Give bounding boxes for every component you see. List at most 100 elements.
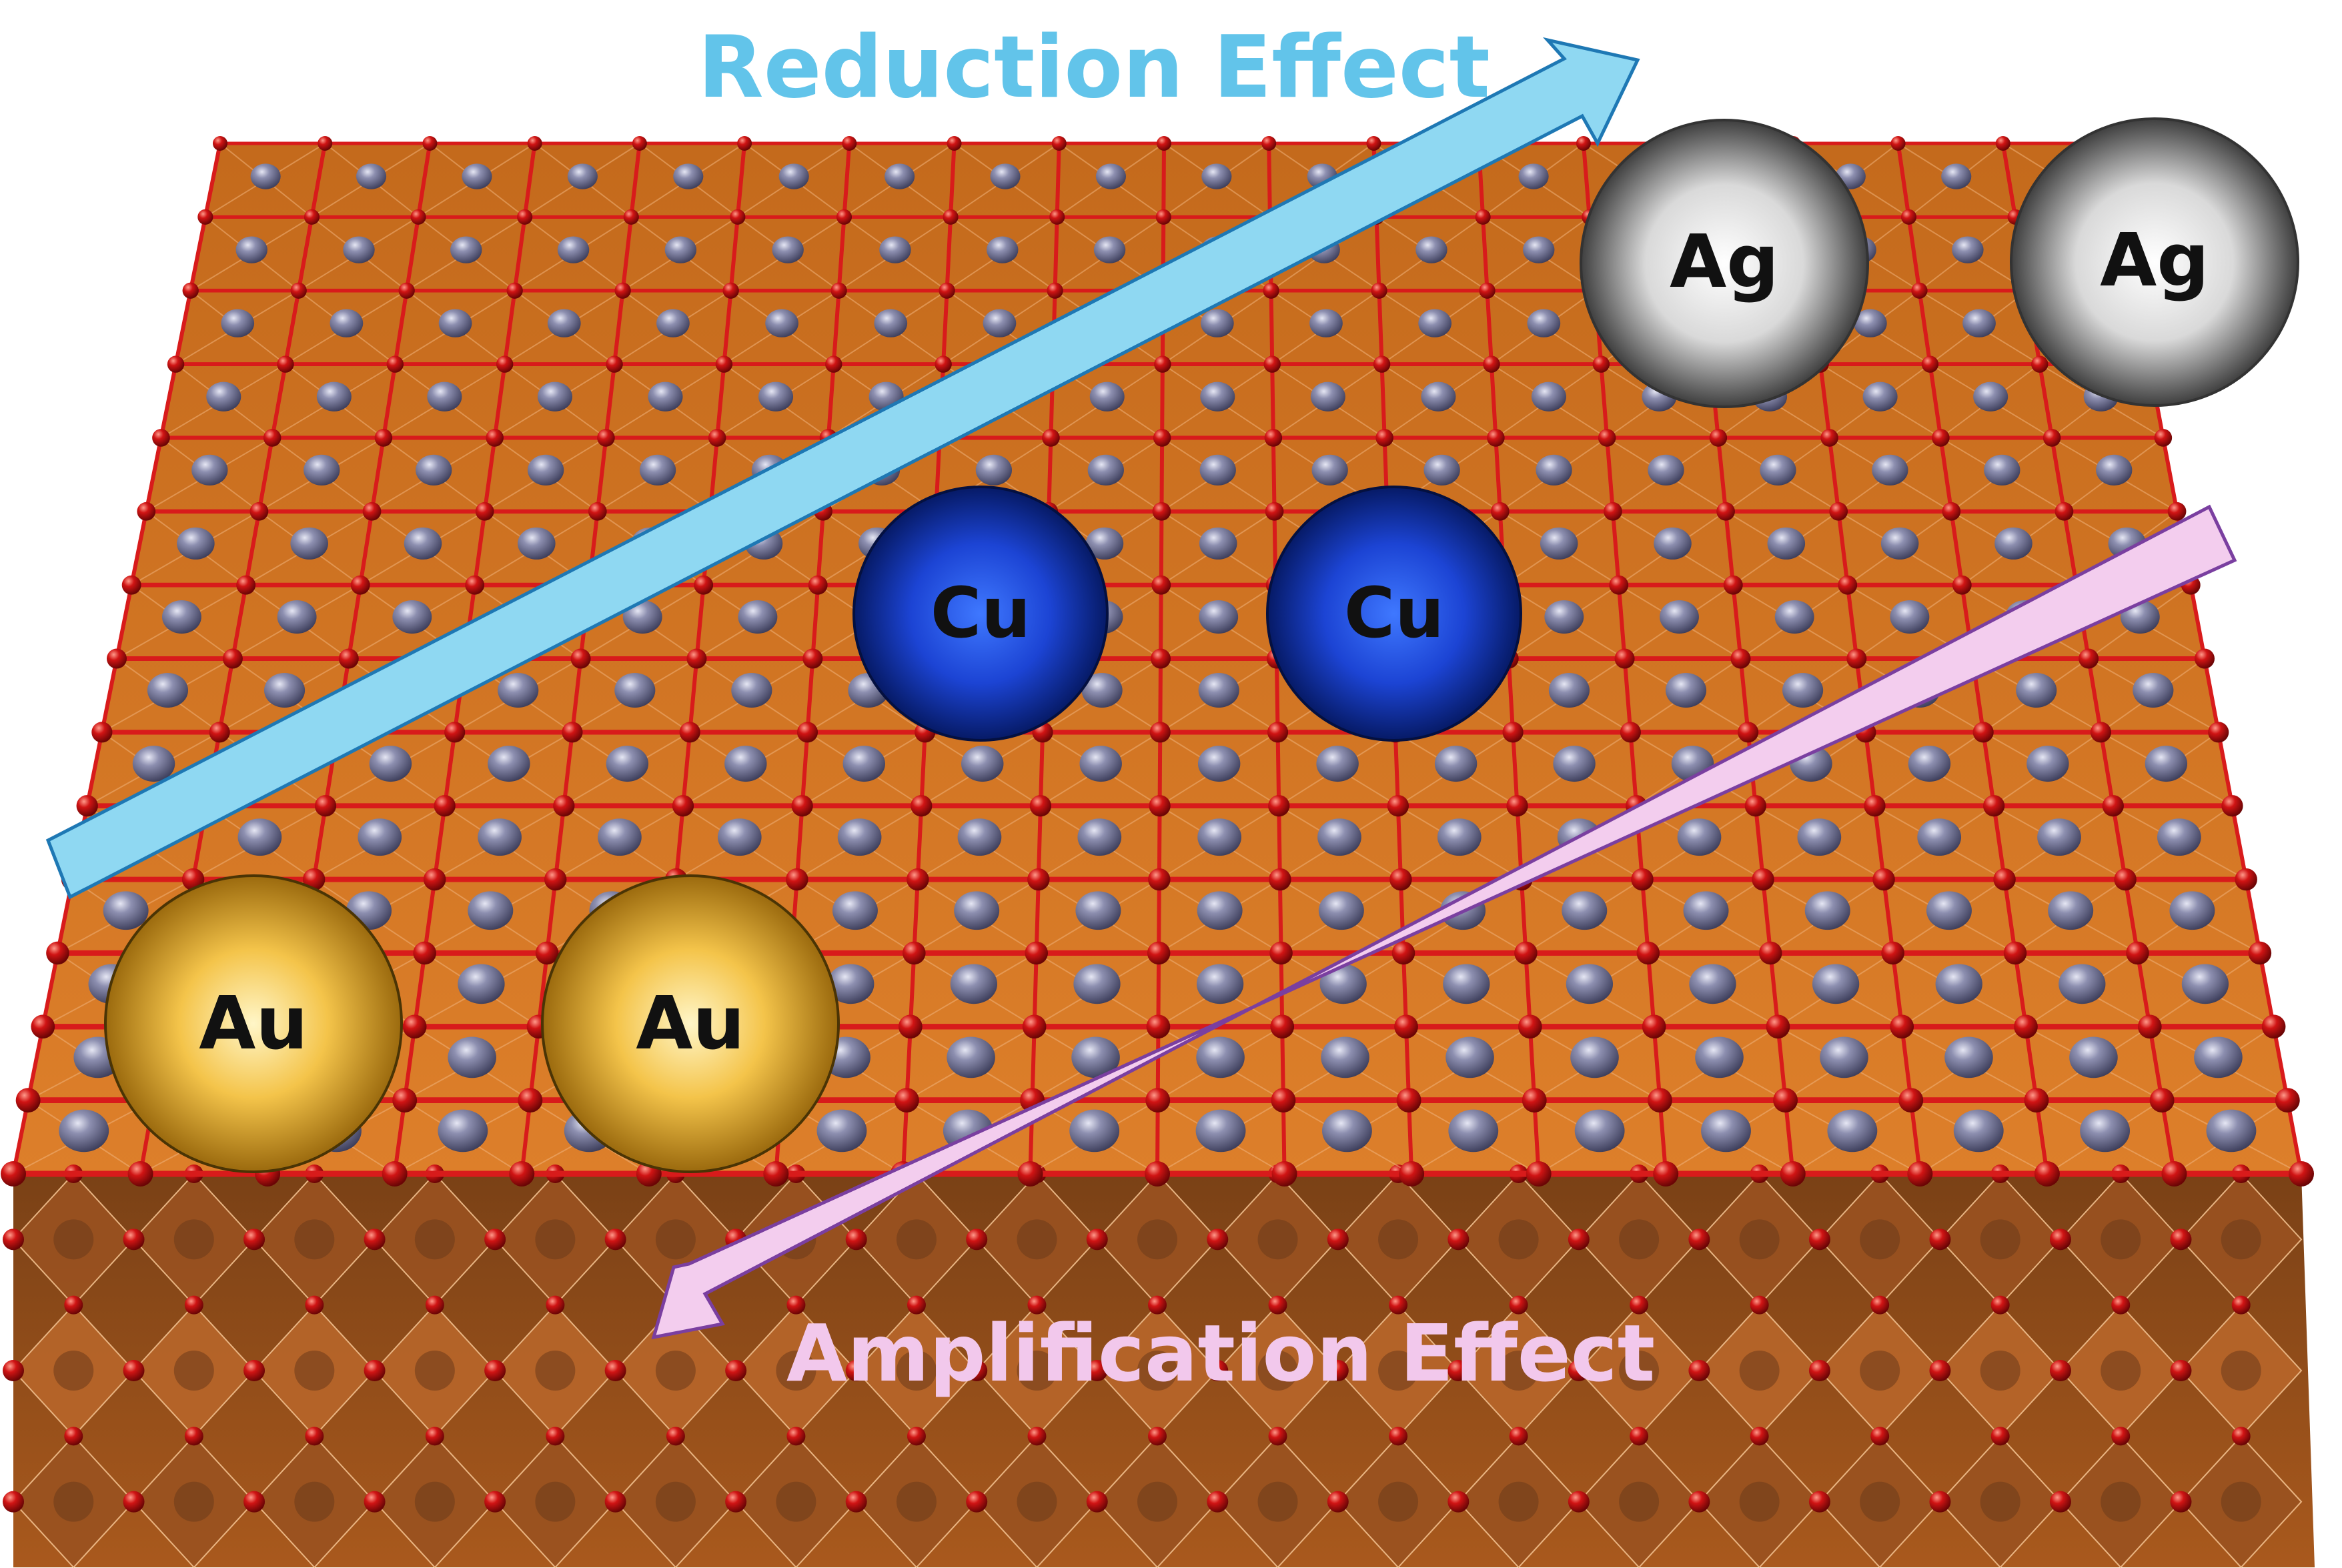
reduction-effect-arrow [45, 37, 1640, 900]
side-oxygen-atom [1870, 1295, 1890, 1315]
metal-atom [290, 527, 328, 560]
oxygen-atom [182, 282, 199, 299]
side-oxygen-atom [2049, 1491, 2071, 1513]
oxygen-atom [791, 795, 813, 817]
side-oxygen-atom [2231, 1427, 2251, 1446]
oxygen-atom [517, 209, 533, 225]
oxygen-atom [1153, 429, 1171, 447]
metal-atom [2206, 1109, 2257, 1152]
metal-atom [1317, 818, 1361, 856]
oxygen-atom [1271, 1161, 1297, 1187]
side-metal-atom [1980, 1481, 2020, 1522]
oxygen-atom [1366, 136, 1381, 151]
oxygen-atom [422, 136, 438, 151]
particle-ag-2-symbol: Ag [2100, 217, 2209, 303]
side-metal-atom [535, 1481, 576, 1522]
oxygen-atom [465, 575, 485, 595]
metal-atom [1418, 309, 1452, 337]
oxygen-atom [518, 1088, 543, 1113]
side-metal-atom [1619, 1481, 1660, 1522]
side-oxygen-atom [604, 1229, 626, 1251]
side-oxygen-atom [243, 1360, 265, 1381]
metal-atom [1437, 818, 1482, 856]
side-oxygen-atom [966, 1491, 988, 1513]
metal-atom [392, 600, 432, 634]
metal-atom [567, 163, 598, 189]
side-oxygen-atom [725, 1491, 747, 1513]
oxygen-atom [304, 209, 320, 225]
side-metal-atom [1619, 1219, 1660, 1260]
side-metal-atom [1860, 1219, 1900, 1260]
metal-atom [885, 163, 915, 189]
side-metal-atom [2221, 1351, 2261, 1391]
metal-atom [1553, 746, 1596, 782]
side-oxygen-atom [1990, 1427, 2010, 1446]
oxygen-atom [597, 429, 615, 447]
oxygen-atom [2034, 1161, 2060, 1187]
side-oxygen-atom [64, 1295, 83, 1315]
metal-atom [1665, 673, 1707, 708]
metal-atom [1695, 1036, 1744, 1078]
side-oxygen-atom [1808, 1229, 1830, 1251]
oxygen-atom [107, 648, 127, 669]
side-oxygen-atom [184, 1295, 203, 1315]
side-oxygen-atom [425, 1427, 444, 1446]
oxygen-atom [1, 1161, 26, 1187]
oxygen-atom [1146, 1014, 1171, 1039]
oxygen-atom [1149, 722, 1171, 743]
oxygen-atom [2031, 355, 2048, 373]
oxygen-atom [830, 282, 847, 299]
side-oxygen-atom [2049, 1229, 2071, 1251]
oxygen-atom [2003, 941, 2027, 965]
metal-atom [316, 381, 352, 412]
amplification-effect-arrow [651, 504, 2237, 1340]
side-oxygen-atom [1447, 1360, 1470, 1381]
side-metal-atom [776, 1481, 816, 1522]
oxygen-atom [836, 209, 852, 225]
metal-atom [731, 673, 772, 708]
metal-atom [1197, 746, 1241, 782]
oxygen-atom [1152, 502, 1171, 521]
oxygen-atom [386, 355, 404, 373]
metal-atom [468, 891, 514, 930]
oxygen-atom [1898, 1088, 1924, 1113]
oxygen-atom [1263, 282, 1279, 299]
metal-atom [1536, 454, 1572, 486]
side-metal-atom [1017, 1219, 1057, 1260]
oxygen-atom [2079, 648, 2099, 669]
metal-atom [1890, 600, 1930, 634]
metal-atom [1518, 163, 1549, 189]
metal-atom [1197, 891, 1243, 930]
side-oxygen-atom [425, 1295, 444, 1315]
metal-atom [975, 454, 1013, 486]
oxygen-atom [2248, 941, 2272, 965]
oxygen-atom [562, 722, 583, 743]
metal-atom [950, 964, 998, 1004]
oxygen-atom [1047, 282, 1063, 299]
oxygen-atom [209, 722, 230, 743]
side-oxygen-atom [1630, 1295, 1649, 1315]
metal-atom [2016, 673, 2057, 708]
metal-atom [1570, 1036, 1619, 1078]
side-oxygen-atom [2111, 1427, 2131, 1446]
metal-atom [304, 454, 340, 486]
oxygen-atom [2014, 1014, 2038, 1039]
metal-atom [1095, 163, 1127, 189]
oxygen-atom [1399, 1161, 1425, 1187]
side-oxygen-atom [1389, 1295, 1408, 1315]
metal-atom [2059, 964, 2106, 1004]
metal-atom [1318, 891, 1364, 930]
oxygen-atom [1993, 868, 2016, 891]
oxygen-atom [1029, 795, 1052, 817]
metal-atom [1566, 964, 1614, 1004]
oxygen-atom [894, 1088, 919, 1113]
metal-atom [1415, 236, 1447, 263]
metal-atom [330, 309, 364, 337]
side-metal-atom [655, 1351, 696, 1391]
side-oxygen-atom [1750, 1295, 1769, 1315]
amplification-arrow-shape [651, 504, 2237, 1340]
metal-atom [1321, 1109, 1372, 1152]
particle-cu-1-symbol: Cu [931, 572, 1031, 654]
oxygen-atom [1490, 502, 1510, 521]
side-oxygen-atom [1808, 1360, 1830, 1381]
